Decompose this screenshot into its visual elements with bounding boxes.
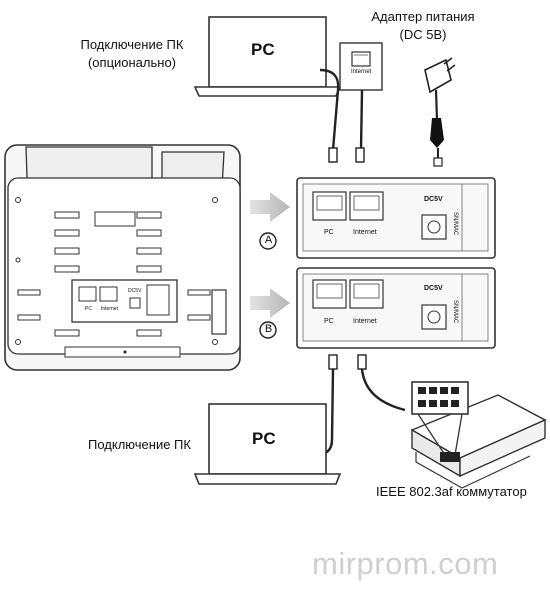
switch-cable-plug <box>357 354 367 370</box>
internet-cable-plug <box>355 147 365 163</box>
option-a-port-panel <box>296 177 496 259</box>
phone-port-internet-label: Internet <box>101 306 118 312</box>
top-laptop-icon <box>193 16 342 97</box>
top-pc-cable-plug <box>328 147 338 163</box>
option-b-port-internet-label: Internet <box>353 318 377 325</box>
top-pc-label: PC <box>251 40 275 59</box>
option-b-port-power-label: DC5V <box>424 285 443 292</box>
marker-b-circle <box>259 321 277 339</box>
power-adapter-label: Адаптер питания (DC 5В) <box>368 8 478 44</box>
internet-cable <box>359 89 364 151</box>
bottom-pc-connection-label: Подключение ПК <box>88 437 191 452</box>
marker-b-label: B <box>264 323 273 335</box>
marker-a-circle <box>259 232 277 250</box>
option-b-mac-label: SN/MAC <box>452 300 458 324</box>
bottom-pc-cable-plug <box>328 354 338 370</box>
option-b-port-panel <box>296 267 496 349</box>
bottom-laptop-icon <box>193 403 342 485</box>
phone-port-pc-label: PC <box>85 306 92 312</box>
power-adapter-line1: Адаптер питания <box>371 9 475 24</box>
phone-port-power-label: DC5V <box>128 288 142 294</box>
internet-jack-label: Internet <box>351 69 372 75</box>
switch-label: IEEE 802.3af коммутатор <box>376 484 527 499</box>
poe-switch-icon <box>410 381 547 489</box>
option-a-port-internet-label: Internet <box>353 229 377 236</box>
option-a-mac-label: SN/MAC <box>452 212 458 236</box>
marker-a-label: A <box>264 234 273 246</box>
option-b-port-pc-label: PC <box>324 318 334 325</box>
pc-connection-line2: (опционально) <box>87 55 177 70</box>
power-adapter-icon <box>424 57 456 167</box>
bottom-pc-label: PC <box>252 429 276 448</box>
phone-back-icon <box>4 144 241 371</box>
arrow-a-icon <box>250 192 290 222</box>
option-a-port-pc-label: PC <box>324 229 334 236</box>
pc-connection-label-optional: Подключение ПК (опционально) <box>72 36 192 72</box>
option-a-port-power-label: DC5V <box>424 196 443 203</box>
top-pc-cable <box>319 68 340 151</box>
internet-wall-jack-icon <box>339 42 383 91</box>
pc-connection-line1: Подключение ПК <box>80 37 184 52</box>
watermark: mirprom.com <box>312 546 499 581</box>
power-adapter-line2: (DC 5В) <box>399 27 447 42</box>
arrow-b-icon <box>250 288 290 318</box>
switch-cable <box>360 368 406 412</box>
